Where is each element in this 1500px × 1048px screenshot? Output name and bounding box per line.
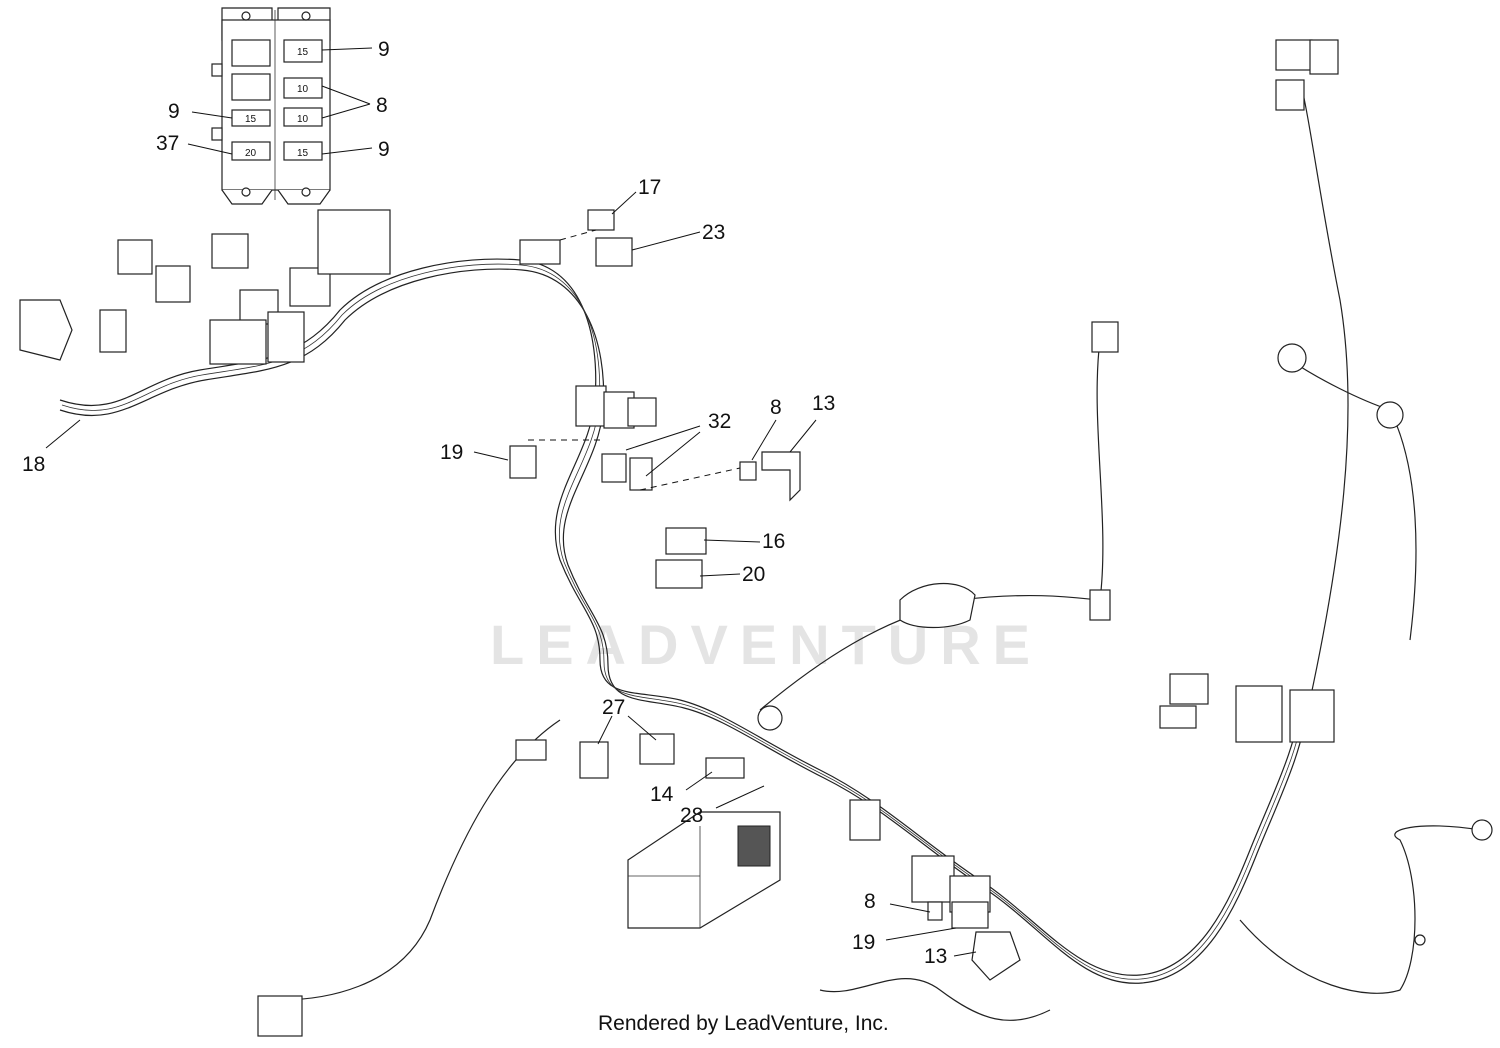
callout: 27 <box>602 696 625 719</box>
callout: 9 <box>378 38 390 61</box>
fuse-block: 15 10 15 10 20 15 <box>211 7 331 205</box>
middle-connector-group <box>509 385 801 589</box>
callout: 13 <box>924 945 947 968</box>
callout: 18 <box>22 453 45 476</box>
callout: 13 <box>812 392 835 415</box>
callout: 37 <box>156 132 179 155</box>
callout: 14 <box>650 783 674 806</box>
fuse-rating: 10 <box>297 114 309 125</box>
left-connector-cluster <box>19 209 391 365</box>
callout: 23 <box>702 221 725 244</box>
lower-connector-group <box>257 705 1493 1037</box>
callout: 8 <box>376 94 388 117</box>
leader-lines <box>45 47 977 957</box>
fuse-rating: 15 <box>245 114 257 125</box>
fuse-rating: 15 <box>297 47 309 58</box>
callout: 8 <box>770 396 782 419</box>
callout: 8 <box>864 890 876 913</box>
callout: 32 <box>708 410 731 433</box>
callout: 9 <box>378 138 390 161</box>
main-harness <box>59 79 1481 1021</box>
callout: 16 <box>762 530 785 553</box>
callout: 9 <box>168 100 180 123</box>
callout: 17 <box>638 176 661 199</box>
fuse-rating: 15 <box>297 148 309 159</box>
exploded-view-lines <box>528 229 741 491</box>
callout: 28 <box>680 804 703 827</box>
callout: 19 <box>852 931 875 954</box>
right-connector-group <box>899 39 1404 743</box>
callout: 20 <box>742 563 765 586</box>
top-connector-group <box>519 209 633 267</box>
callouts: 9 8 9 37 9 17 23 18 32 8 13 19 16 20 27 … <box>22 38 947 968</box>
callout: 19 <box>440 441 463 464</box>
fuse-rating: 20 <box>245 148 257 159</box>
fuse-rating: 10 <box>297 84 309 95</box>
render-credit: Rendered by LeadVenture, Inc. <box>598 1012 889 1035</box>
